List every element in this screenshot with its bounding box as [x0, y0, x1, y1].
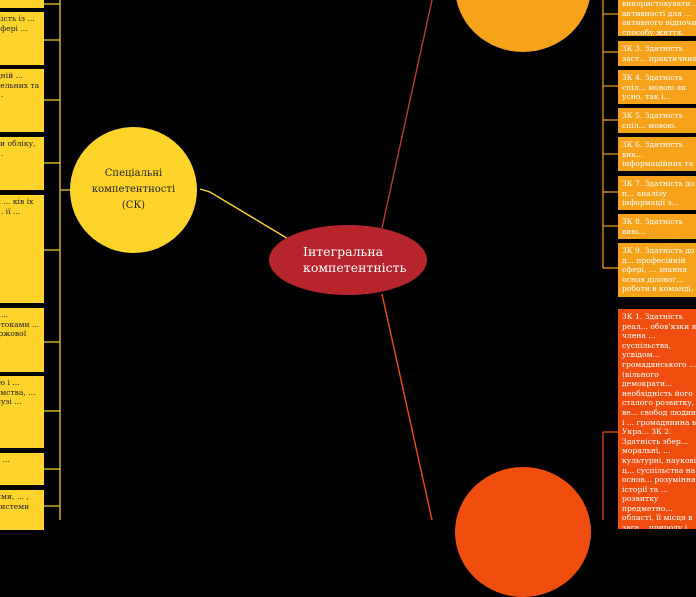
right-item-8[interactable]: ЗК 9. Здатність до д... професійній сфер…	[618, 243, 696, 297]
integral-competence-label: Інтегральна компетентність	[303, 244, 407, 275]
right-item-2[interactable]: ЗК 3. Здатність заст... практичних ситуа…	[618, 41, 696, 66]
left-item-1[interactable]	[0, 0, 44, 8]
connector-layer	[44, 0, 618, 520]
top-connector	[381, 0, 433, 229]
left-ticks	[44, 3, 70, 507]
special-competences-label: Спеціальні компетентності (СК)	[91, 168, 176, 211]
right-item-3[interactable]: ЗК 4. Здатність спіл... мовою як усно, т…	[618, 70, 696, 104]
special-competences-node[interactable]: Спеціальні компетентності (СК)	[70, 127, 197, 253]
right-bracket	[602, 0, 618, 269]
special-connector	[199, 188, 291, 241]
left-item-4[interactable]: ги обліку, ...	[0, 137, 44, 190]
right-item-7[interactable]: ЗК 8. Здатність вию... підприємливість.	[618, 214, 696, 239]
left-item-6[interactable]: і ... отоками ... іржової	[0, 308, 44, 372]
right-item-5[interactable]: ЗК 6. Здатність вик... інформаційних та …	[618, 137, 696, 171]
left-item-7[interactable]: ію і ... ємства, ... лузі ...	[0, 376, 44, 448]
bottom-connector	[381, 293, 433, 520]
right-bracket-lower	[602, 431, 618, 520]
left-item-8[interactable]: х ...	[0, 453, 44, 485]
general-competences-list[interactable]: ЗК 1. Здатність реал... обов'язки як чле…	[618, 309, 696, 529]
left-item-2[interactable]: ність із ... сфері ...	[0, 12, 44, 65]
right-ticks	[603, 13, 618, 227]
general-competences-node-bottom[interactable]	[455, 467, 591, 597]
right-item-4[interactable]: ЗК 5. Здатність спіл... мовою.	[618, 108, 696, 133]
right-item-1[interactable]: використовувати ... активності для ... а…	[618, 0, 696, 36]
integral-competence-node[interactable]: Інтегральна компетентність	[269, 225, 427, 295]
right-item-6[interactable]: ЗК 7. Здатність до п... аналізу інформац…	[618, 176, 696, 210]
left-item-3[interactable]: дній ... тельних та ...	[0, 69, 44, 132]
left-item-9[interactable]: ими, ... , системи	[0, 490, 44, 530]
left-item-5[interactable]: к ... ків їх ... ії ...	[0, 195, 44, 303]
